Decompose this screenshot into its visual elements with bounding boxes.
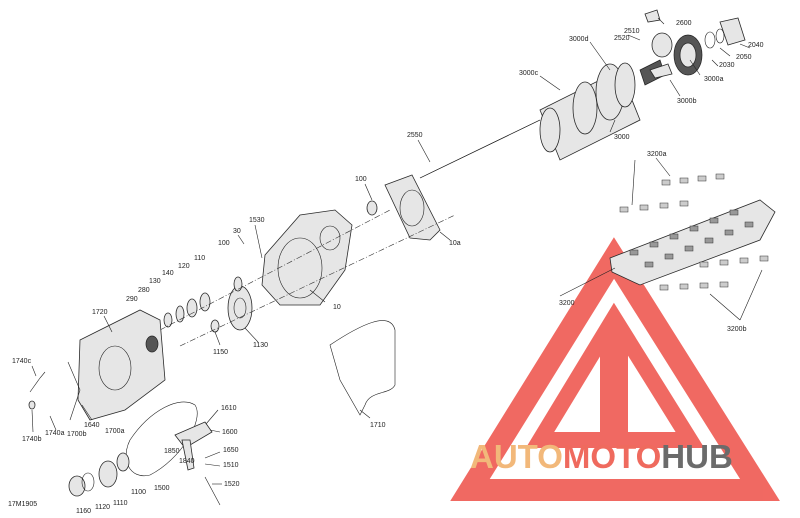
callout-label: 3000d [569, 36, 589, 43]
callout-label: 1120 [95, 504, 110, 511]
callout-label: 100 [355, 176, 367, 183]
callout-label: 110 [194, 255, 205, 262]
gear-stack [159, 209, 456, 347]
callout-labels: 2510 2600 2520 3000d 2040 2050 2030 3000… [12, 20, 764, 515]
svg-text:AUTOMOTOHUB: AUTOMOTOHUB [470, 438, 733, 475]
callout-label: 1500 [154, 485, 170, 492]
callout-label: 1710 [370, 422, 386, 429]
watermark-logo-icon [450, 237, 780, 501]
callout-label: 10a [449, 240, 461, 247]
callout-label: 1600 [222, 429, 238, 436]
callout-label: 2600 [676, 20, 692, 27]
callout-label: 3000c [519, 70, 539, 77]
chaincase-housing-10 [261, 209, 353, 306]
callout-label: 10 [333, 304, 341, 311]
bearing-stack-lower [68, 452, 130, 497]
callout-label: 1650 [223, 447, 239, 454]
callout-label: 1850 [164, 448, 180, 455]
callout-label: 1740a [45, 430, 65, 437]
callout-label: 280 [138, 287, 150, 294]
drawing-code: 17M1905 [8, 501, 37, 508]
callout-label: 3200 [559, 300, 575, 307]
watermark-text: AUTOMOTOHUB [470, 438, 733, 475]
callout-label: 1740b [22, 436, 42, 443]
callout-label: 1840 [179, 458, 195, 465]
chaincase-cover-1720 [77, 309, 166, 421]
callout-label: 1110 [113, 500, 128, 507]
callout-label: 100 [218, 240, 230, 247]
callout-label: 1720 [92, 309, 108, 316]
callout-label: 3200a [647, 151, 667, 158]
callout-label: 2550 [407, 132, 423, 139]
callout-label: 3000a [704, 76, 724, 83]
callout-label: 3000 [614, 134, 630, 141]
callout-label: 1160 [76, 508, 91, 515]
callout-label: 1740c [12, 358, 32, 365]
callout-label: 1520 [224, 481, 240, 488]
housing-plate-10a [366, 174, 441, 241]
callout-label: 1100 [131, 489, 146, 496]
leader-lines [31, 17, 763, 485]
callout-label: 1130 [253, 342, 268, 349]
callout-label: 3200b [727, 326, 747, 333]
watermark-hub: HUB [661, 438, 733, 475]
callout-label: 30 [233, 228, 241, 235]
callout-label: 1150 [213, 349, 228, 356]
callout-label: 130 [149, 278, 161, 285]
breather-hoses [28, 361, 221, 506]
callout-label: 2040 [748, 42, 764, 49]
callout-label: 2050 [736, 54, 752, 61]
callout-label: 2030 [719, 62, 735, 69]
callout-label: 120 [178, 263, 190, 270]
callout-label: 2520 [614, 35, 630, 42]
callout-label: 3000b [677, 98, 697, 105]
callout-label: 1510 [223, 462, 239, 469]
tensioner-1600 [174, 421, 213, 471]
callout-label: 1530 [249, 217, 265, 224]
callout-label: 1640 [84, 422, 100, 429]
watermark-auto: AUTO [470, 438, 563, 475]
callout-label: 140 [162, 270, 174, 277]
callout-label: 1700a [105, 428, 125, 435]
callout-label: 290 [126, 296, 138, 303]
gasket-1710 [329, 320, 396, 416]
callout-label: 1700b [67, 431, 87, 438]
callout-label: 2510 [624, 28, 640, 35]
chain-guide-plate [609, 173, 776, 291]
callout-label: 1610 [221, 405, 237, 412]
watermark-moto: MOTO [563, 438, 661, 475]
main-shaft-assembly [419, 9, 746, 179]
